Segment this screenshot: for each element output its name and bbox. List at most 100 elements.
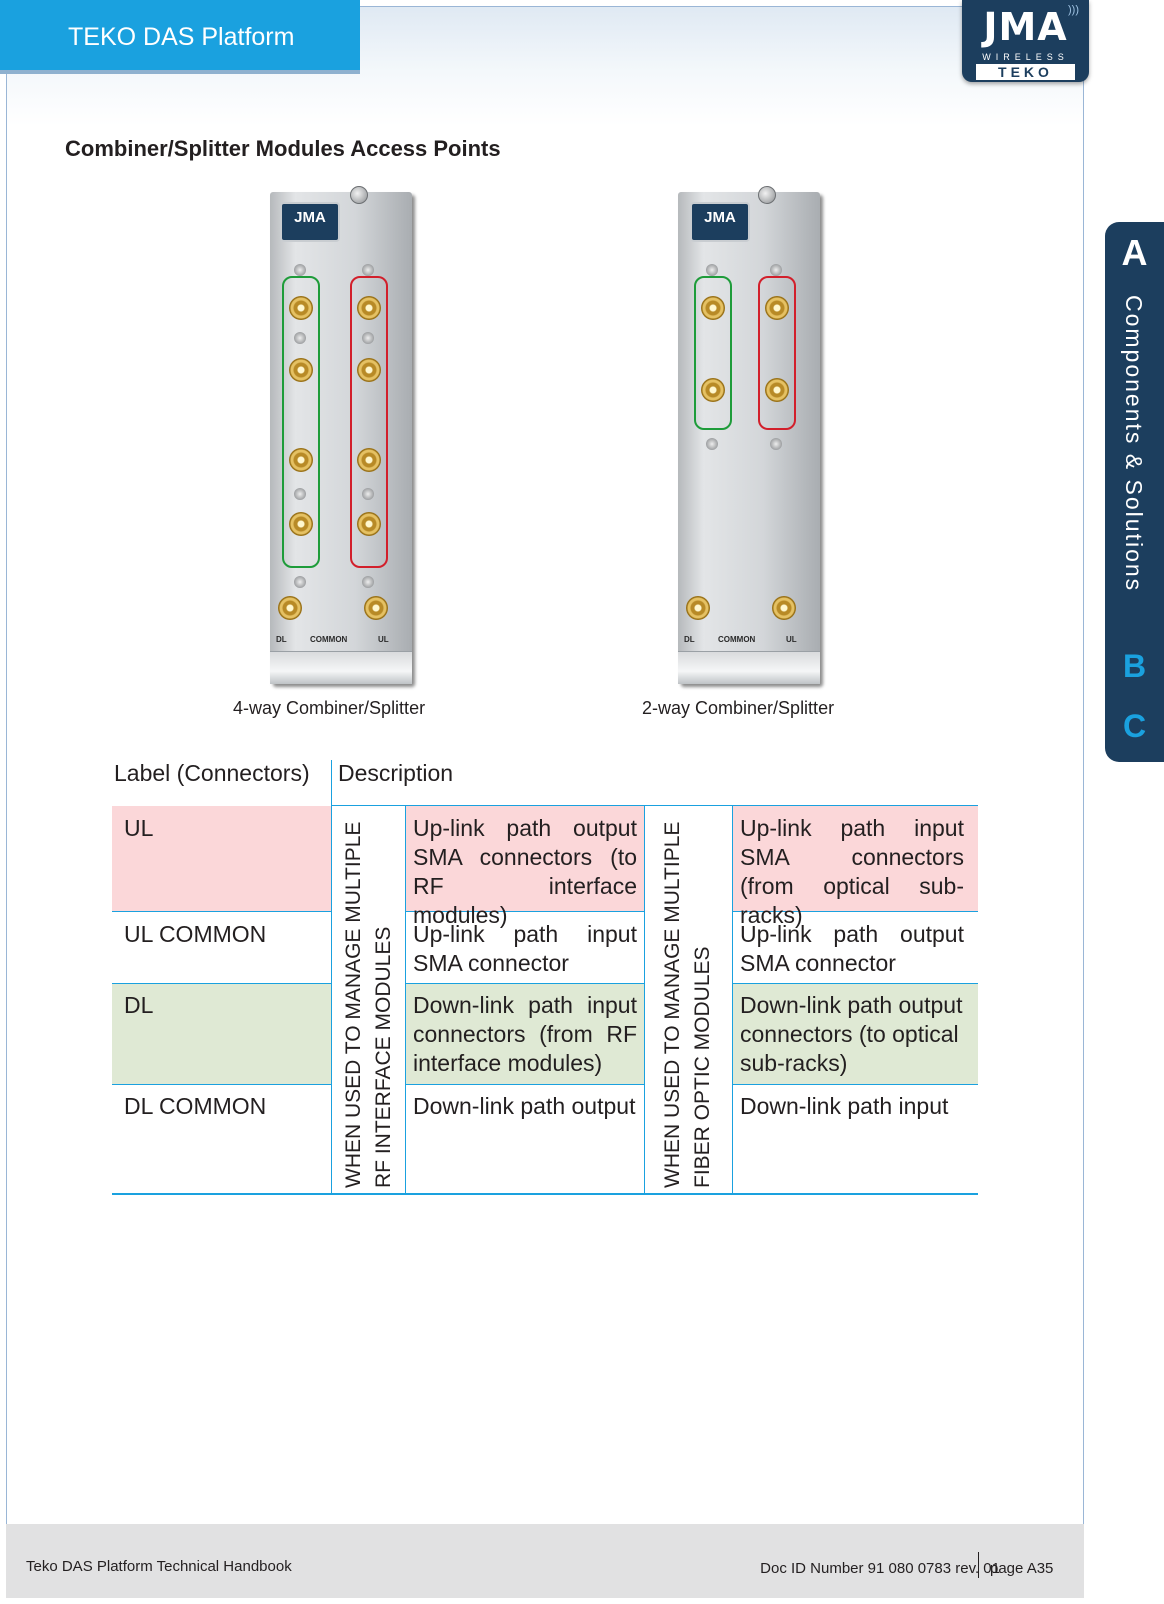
table-cell-fo: Down-link path output connectors (to opt…: [740, 992, 963, 1076]
nut-icon: [770, 438, 782, 450]
table-cell-label: DL COMMON: [124, 1093, 267, 1119]
port-label-common: COMMON: [310, 635, 348, 644]
nut-icon: [362, 332, 374, 344]
table-cell-fo: Up-link path input SMA connectors (from …: [740, 815, 964, 928]
fo-group-label: WHEN USED TO MANAGE MULTIPLE FIBER OPTIC…: [658, 822, 718, 1188]
section-c-letter: C: [1122, 708, 1147, 744]
table-bottom-rule: [112, 1193, 978, 1195]
side-index-tab: [1105, 222, 1164, 762]
module-4way-image: JMA DL COMMON UL: [270, 186, 412, 684]
sma-connector-icon: [357, 448, 381, 472]
signal-wave-icon: ))): [1068, 4, 1079, 16]
sma-connector-icon: [357, 358, 381, 382]
nut-icon: [294, 488, 306, 500]
sma-connector-icon: [289, 512, 313, 536]
sma-connector-icon: [765, 378, 789, 402]
nut-icon: [770, 264, 782, 276]
sma-connector-icon: [357, 512, 381, 536]
dl-connector-group: [694, 276, 732, 430]
sma-connector-icon: [357, 296, 381, 320]
figure-caption-2way: 2-way Combiner/Splitter: [642, 698, 835, 718]
table-rule: [112, 1084, 331, 1085]
fo-group-label-line1: WHEN USED TO MANAGE MULTIPLE: [661, 821, 684, 1188]
port-label-ul: UL: [786, 635, 797, 644]
table-rule: [405, 911, 644, 912]
nut-icon: [362, 488, 374, 500]
section-a-label: Components & Solutions: [1121, 295, 1147, 593]
dl-common-connector-icon: [686, 596, 710, 620]
screw-icon: [350, 186, 368, 204]
table-rule: [112, 911, 331, 912]
table-header-label: Label (Connectors): [114, 760, 310, 786]
sma-connector-icon: [701, 378, 725, 402]
ul-connector-group: [350, 276, 388, 568]
port-label-dl: DL: [684, 635, 695, 644]
sma-connector-icon: [289, 358, 313, 382]
section-a-letter: A: [1121, 232, 1148, 273]
ul-common-connector-icon: [772, 596, 796, 620]
ul-common-connector-icon: [364, 596, 388, 620]
dl-connector-group: [282, 276, 320, 568]
sma-connector-icon: [701, 296, 725, 320]
nut-icon: [294, 264, 306, 276]
sma-connector-icon: [289, 296, 313, 320]
footer-separator: [978, 1552, 979, 1578]
dl-common-connector-icon: [278, 596, 302, 620]
nut-icon: [362, 264, 374, 276]
sma-connector-icon: [765, 296, 789, 320]
sma-connector-icon: [289, 448, 313, 472]
fo-group-label-line2: FIBER OPTIC MODULES: [691, 946, 714, 1188]
logo-sub-text: WIRELESS: [982, 52, 1069, 62]
port-label-ul: UL: [378, 635, 389, 644]
footer-doc-id: Doc ID Number 91 080 0783 rev. 01: [760, 1560, 1000, 1577]
module-2way-image: JMA DL COMMON UL: [678, 186, 820, 684]
table-row-bg-ul: [112, 806, 978, 911]
table-rule: [732, 911, 978, 912]
jma-teko-logo: ))) JMA WIRELESS TEKO: [962, 0, 1089, 82]
table-rule: [732, 1084, 978, 1085]
table-rule: [732, 983, 978, 984]
module-logo: JMA: [692, 204, 748, 240]
rf-group-label-line2: RF INTERFACE MODULES: [372, 926, 395, 1188]
table-cell-rf: Up-link path output SMA connectors (to R…: [413, 815, 637, 928]
logo-brand-text: TEKO: [976, 64, 1075, 80]
table-rule: [331, 805, 978, 806]
table-cell-label: UL COMMON: [124, 921, 267, 947]
nut-icon: [706, 264, 718, 276]
table-cell-rf: Down-link path input connectors (from RF…: [413, 992, 637, 1076]
table-rule: [644, 806, 645, 1194]
table-cell-rf: Down-link path output: [413, 1093, 636, 1119]
section-title: Combiner/Splitter Modules Access Points: [65, 136, 501, 161]
nut-icon: [294, 576, 306, 588]
logo-main-text: JMA: [983, 5, 1068, 49]
page-frame: [6, 6, 1084, 1598]
table-cell-label: UL: [124, 815, 154, 841]
screw-icon: [758, 186, 776, 204]
table-rule: [331, 760, 332, 1194]
rf-group-label-line1: WHEN USED TO MANAGE MULTIPLE: [342, 821, 365, 1188]
module-handle: [270, 651, 412, 684]
figure-caption-4way: 4-way Combiner/Splitter: [233, 698, 426, 718]
table-rule: [732, 806, 733, 1194]
table-cell-rf: Up-link path input SMA connector: [413, 921, 637, 976]
nut-icon: [706, 438, 718, 450]
port-label-common: COMMON: [718, 635, 756, 644]
table-cell-fo: Up-link path output SMA connector: [740, 921, 964, 976]
table-row-bg-dl: [112, 983, 978, 1084]
module-logo: JMA: [282, 204, 338, 240]
table-header-description: Description: [338, 760, 454, 786]
table-cell-fo: Down-link path input: [740, 1093, 949, 1119]
nut-icon: [362, 576, 374, 588]
table-rule: [405, 1084, 644, 1085]
table-rule: [112, 983, 331, 984]
fo-group-column: [644, 806, 732, 1193]
port-label-dl: DL: [276, 635, 287, 644]
table-cell-label: DL: [124, 992, 154, 1018]
table-rule: [405, 983, 644, 984]
ul-connector-group: [758, 276, 796, 430]
rf-group-label: WHEN USED TO MANAGE MULTIPLE RF INTERFAC…: [339, 822, 399, 1188]
module-handle: [678, 651, 820, 684]
rf-group-column: [331, 806, 405, 1193]
footer-band: [6, 1524, 1084, 1598]
footer-page-number: page A35: [990, 1560, 1054, 1577]
